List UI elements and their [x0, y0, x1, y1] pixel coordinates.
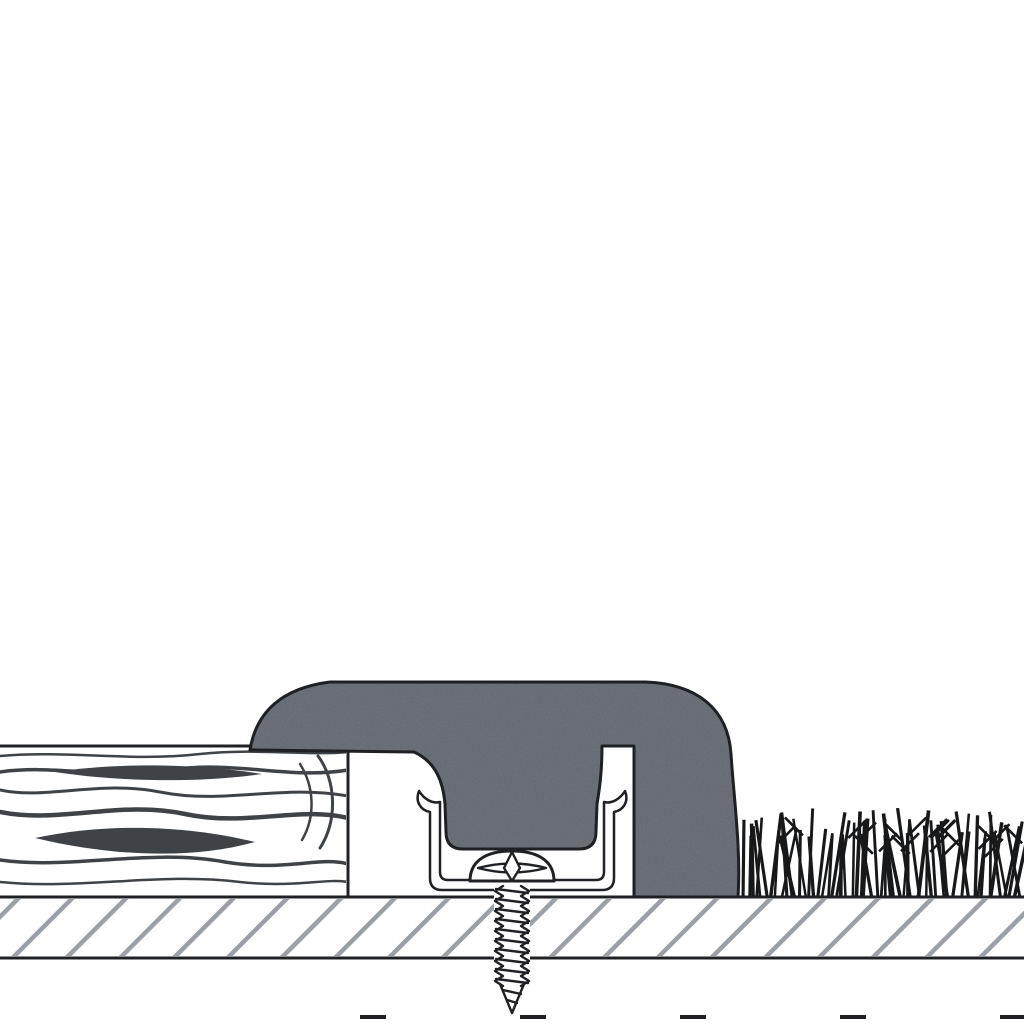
screw-thread-line: [494, 947, 530, 955]
carpet-fiber: [890, 834, 911, 855]
carpet-fiber: [792, 818, 807, 897]
carpet-fiber: [816, 828, 828, 897]
carpet-fiber: [854, 811, 862, 897]
carpet-fiber: [977, 829, 998, 850]
carpet-fiber: [857, 821, 877, 842]
carpet-fiber: [783, 816, 804, 837]
carpet-fiber: [988, 811, 1002, 897]
carpet-fiber: [990, 823, 1011, 844]
carpet-fiber: [922, 825, 933, 897]
carpet-fiber: [776, 825, 797, 845]
wood-grain: [0, 750, 346, 886]
screw-thread-line: [505, 998, 519, 1005]
carpet-fiber: [936, 819, 957, 839]
screw-thread-line: [494, 957, 530, 965]
carpet-fiber: [851, 822, 856, 897]
carpet-fiber: [883, 824, 902, 897]
carpet-fiber: [929, 832, 950, 853]
carpet-fiber: [954, 811, 970, 897]
screw-thread-line: [494, 897, 530, 905]
screw-thread-line: [494, 937, 530, 945]
carpet-fiber: [916, 810, 931, 897]
carpet-fiber: [979, 837, 987, 897]
screw-thread-line: [494, 977, 530, 985]
carpet-fiber: [778, 835, 796, 897]
carpet-fiber: [930, 819, 950, 839]
carpet-fiber: [751, 825, 762, 897]
carpet-fiber: [841, 834, 847, 897]
carpet-fiber: [977, 825, 998, 846]
screw-threads: [493, 884, 531, 1015]
screw-thread-line: [494, 927, 530, 935]
screw: [468, 849, 556, 1015]
carpet-fiber: [741, 819, 746, 897]
phillips-slot-vertical: [502, 850, 522, 883]
carpet-fiber: [1007, 821, 1024, 897]
carpet-fibers: [741, 807, 1024, 897]
carpet-fiber: [1005, 824, 1022, 897]
carpet-fiber: [907, 816, 928, 837]
screw-thread-line: [519, 884, 531, 988]
screw-thread-line: [494, 917, 530, 925]
metal-track: [416, 789, 628, 892]
carpet-fiber: [983, 837, 1004, 858]
screw-thread-line: [493, 884, 505, 988]
carpet-fiber: [883, 822, 904, 843]
carpet-fiber: [973, 815, 980, 897]
screw-thread-line: [494, 887, 530, 895]
carpet-fiber: [773, 830, 780, 897]
carpet-fiber: [847, 819, 868, 839]
carpet-fiber: [807, 836, 816, 897]
screw-thread-line: [494, 907, 530, 915]
carpet-fiber: [769, 813, 783, 897]
carpet-fiber: [827, 834, 834, 897]
carpet-fiber: [754, 819, 769, 897]
carpet-fiber: [830, 812, 847, 897]
screw-thread-line: [501, 988, 523, 996]
carpet-fiber: [749, 823, 755, 897]
carpet-fiber: [960, 831, 971, 897]
carpet-fiber: [895, 807, 912, 897]
wood-plank: [0, 744, 350, 899]
carpet-fiber: [928, 818, 948, 838]
screw-thread-line: [494, 967, 530, 975]
